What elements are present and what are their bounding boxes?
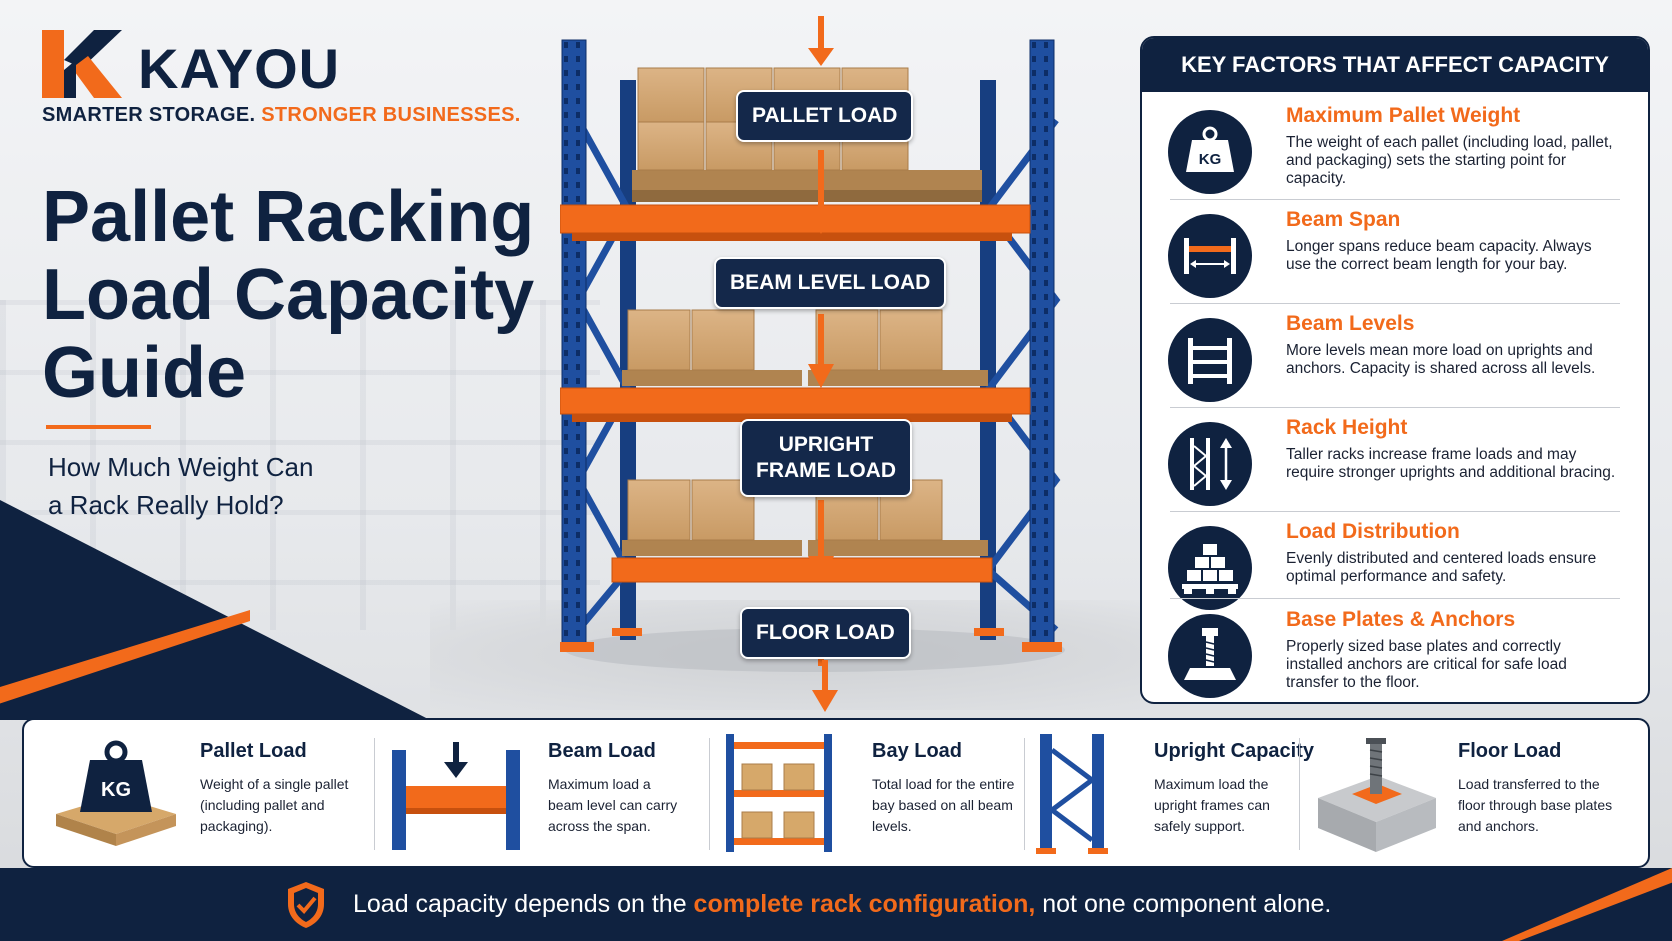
floor-anchor-icon: [1318, 738, 1436, 852]
key-factor-description: More levels mean more load on uprights a…: [1286, 342, 1596, 377]
title-underline: [46, 425, 151, 429]
key-factor-description: Longer spans reduce beam capacity. Alway…: [1286, 238, 1592, 273]
upright-label-line-1: UPRIGHT: [778, 433, 874, 456]
load-type-title: Upright Capacity: [1154, 740, 1315, 762]
load-type-item: Floor Load Load transferred to the floor…: [1312, 720, 1642, 866]
upright-label-line-2: FRAME LOAD: [756, 459, 896, 482]
subtitle-line-2: a Rack Really Hold?: [48, 490, 284, 520]
divider: [1170, 303, 1620, 304]
key-factor-description: Properly sized base plates and correctly…: [1286, 638, 1567, 691]
load-distribution-icon: [1168, 526, 1252, 610]
load-type-item: Bay Load Total load for the entire bay b…: [724, 720, 1024, 866]
shield-check-icon: [288, 882, 324, 928]
load-type-title: Bay Load: [872, 740, 963, 762]
decor-orange-stripe: [1502, 868, 1672, 941]
rack-label-beam-level-load: BEAM LEVEL LOAD: [714, 257, 947, 309]
load-types-panel: KG Pallet Load Weight of a single pallet…: [22, 718, 1650, 868]
key-factors-heading: KEY FACTORS THAT AFFECT CAPACITY: [1142, 38, 1648, 92]
divider: [1024, 738, 1025, 850]
pallet-kg-icon: KG: [56, 740, 176, 846]
load-type-description: Weight of a single pallet (including pal…: [200, 776, 349, 834]
footer-text-after: not one component alone.: [1042, 890, 1332, 918]
divider: [709, 738, 710, 850]
divider: [1299, 738, 1300, 850]
load-type-description: Maximum load a beam level can carry acro…: [548, 776, 678, 834]
load-type-item: Beam Load Maximum load a beam level can …: [386, 720, 686, 866]
divider: [374, 738, 375, 850]
weight-kg-icon: KG: [1168, 110, 1252, 194]
tagline-part-2: STRONGER BUSINESSES.: [261, 104, 521, 126]
rack-label-pallet-load: PALLET LOAD: [736, 90, 914, 142]
load-type-title: Floor Load: [1458, 740, 1562, 762]
key-factor-item: Beam Span Longer spans reduce beam capac…: [1142, 200, 1648, 303]
load-type-description: Load transferred to the floor through ba…: [1458, 776, 1613, 834]
pallet-icon-text: KG: [101, 779, 131, 801]
divider: [1170, 511, 1620, 512]
key-factor-title: Beam Span: [1286, 208, 1401, 231]
subtitle-line-1: How Much Weight Can: [48, 452, 314, 482]
title-line-1: Pallet Racking: [42, 177, 535, 257]
key-factor-title: Base Plates & Anchors: [1286, 608, 1516, 631]
divider: [1170, 199, 1620, 200]
brand-name: KAYOU: [138, 37, 341, 100]
load-type-item: Upright Capacity Maximum load the uprigh…: [1036, 720, 1316, 866]
key-factor-description: Taller racks increase frame loads and ma…: [1286, 446, 1616, 481]
load-type-description: Total load for the entire bay based on a…: [872, 776, 1015, 834]
footer-message: Load capacity depends on the complete ra…: [353, 890, 1331, 919]
load-type-title: Beam Load: [548, 740, 656, 762]
kayou-logo-icon: [42, 30, 122, 98]
key-factor-description: The weight of each pallet (including loa…: [1286, 134, 1613, 187]
key-factor-item: Beam Levels More levels mean more load o…: [1142, 304, 1648, 407]
base-plate-anchor-icon: [1168, 614, 1252, 698]
rack-label-upright-frame-load: UPRIGHT FRAME LOAD: [740, 419, 912, 497]
divider: [1170, 598, 1620, 599]
key-factor-description: Evenly distributed and centered loads en…: [1286, 550, 1597, 585]
title-line-2: Load Capacity: [42, 255, 535, 335]
page-subtitle: How Much Weight Can a Rack Really Hold?: [48, 448, 378, 524]
brand-tagline: SMARTER STORAGE. STRONGER BUSINESSES.: [42, 104, 521, 127]
rack-illustration: PALLET LOAD BEAM LEVEL LOAD UPRIGHT FRAM…: [554, 10, 1070, 680]
title-line-3: Guide: [42, 333, 247, 413]
bay-load-icon: [726, 734, 832, 852]
load-type-description: Maximum load the upright frames can safe…: [1154, 776, 1270, 834]
load-type-title: Pallet Load: [200, 740, 307, 762]
footer-text-before: Load capacity depends on the: [353, 890, 687, 918]
beam-levels-icon: [1168, 318, 1252, 402]
beam-load-icon: [392, 742, 520, 850]
key-factor-title: Load Distribution: [1286, 520, 1460, 543]
footer-banner: Load capacity depends on the complete ra…: [0, 868, 1672, 941]
load-type-item: KG Pallet Load Weight of a single pallet…: [42, 720, 362, 866]
divider: [1170, 407, 1620, 408]
footer-highlight: complete rack configuration,: [693, 890, 1036, 918]
rack-height-icon: [1168, 422, 1252, 506]
key-factor-title: Beam Levels: [1286, 312, 1415, 335]
upright-frame-icon: [1036, 734, 1108, 854]
beam-span-icon: [1168, 214, 1252, 298]
key-factors-panel: KEY FACTORS THAT AFFECT CAPACITY KG Maxi…: [1140, 36, 1650, 704]
key-factor-item: Rack Height Taller racks increase frame …: [1142, 408, 1648, 511]
tagline-part-1: SMARTER STORAGE.: [42, 104, 256, 126]
key-factor-title: Rack Height: [1286, 416, 1408, 439]
page-title: Pallet Racking Load Capacity Guide: [42, 178, 562, 412]
key-factor-item: Base Plates & Anchors Properly sized bas…: [1142, 600, 1648, 702]
key-factor-item: Load Distribution Evenly distributed and…: [1142, 512, 1648, 615]
weight-icon-text: KG: [1199, 151, 1222, 168]
key-factor-item: KG Maximum Pallet Weight The weight of e…: [1142, 96, 1648, 199]
rack-label-floor-load: FLOOR LOAD: [740, 607, 911, 659]
floor-arrow-icon: [812, 660, 838, 712]
key-factor-title: Maximum Pallet Weight: [1286, 104, 1521, 127]
